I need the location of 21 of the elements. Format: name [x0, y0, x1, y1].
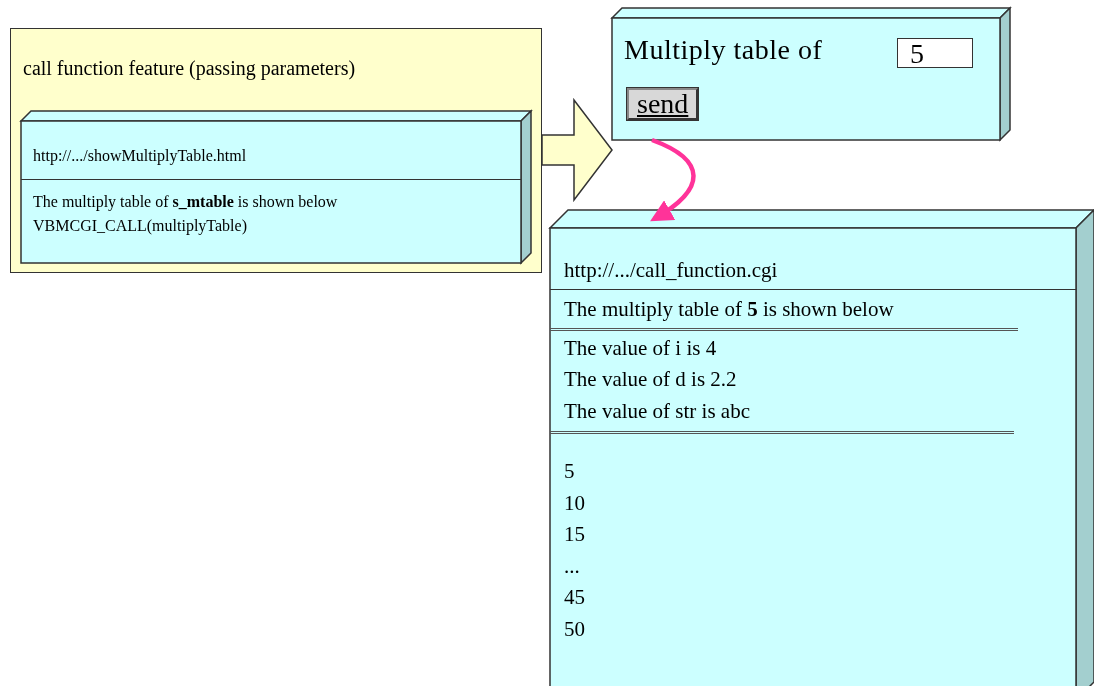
curved-arrow [650, 137, 696, 222]
table-value: 50 [564, 615, 586, 643]
table-value: 45 [564, 584, 586, 611]
table-value: 5 [564, 458, 576, 485]
value-text: The value of str is abc [564, 397, 752, 425]
panel-title: call function feature (passing parameters) [23, 57, 356, 80]
send-button: send [627, 88, 699, 120]
url-text: http://.../call_function.cgi [550, 228, 1076, 290]
value-text: The value of i is 4 [564, 334, 718, 362]
page-text: The multiply table of s_mtable is shown below [33, 192, 339, 213]
feature-panel [10, 28, 542, 273]
table-value: 15 [564, 521, 586, 548]
url-text: http://.../showMultiplyTable.html [21, 121, 521, 180]
value-text: The value of d is 2.2 [564, 366, 738, 393]
form-label: Multiply table of [624, 34, 823, 66]
page-text: The multiply table of 5 is shown below [564, 296, 895, 323]
input-field: 5 [897, 38, 973, 68]
table-value: ... [564, 552, 581, 580]
table-value: 10 [564, 489, 586, 517]
block-arrow [541, 97, 613, 203]
page-text: VBMCGI_CALL(multiplyTable) [33, 216, 248, 237]
